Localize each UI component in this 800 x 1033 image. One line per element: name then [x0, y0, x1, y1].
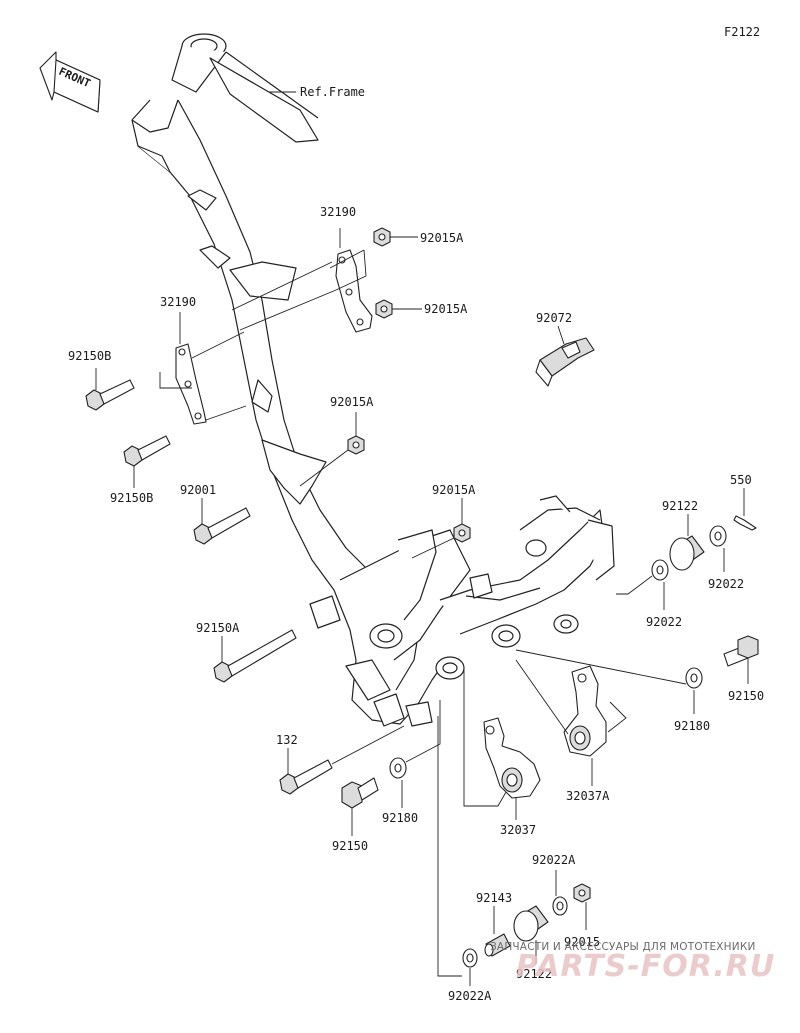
part-label-92072: 92072 [536, 311, 572, 325]
bolt-line-4 [205, 405, 247, 421]
engine-bracket-32190-left [175, 343, 207, 425]
leader-32037A-b [607, 701, 627, 733]
front-arrow-icon: FRONT [39, 51, 101, 113]
bolt-132-icon [279, 759, 333, 795]
part-label-92150B-a: 92150B [68, 349, 111, 363]
collar-92122-icon-b [513, 905, 549, 942]
bolt-line-2 [231, 261, 333, 311]
part-label-132: 132 [276, 733, 298, 747]
spacer-92143-icon [484, 933, 511, 957]
part-label-92150-b: 92150 [332, 839, 368, 853]
engine-bracket-32037 [483, 717, 541, 799]
leader-32190-upper-b [329, 249, 365, 269]
part-label-92022A-b: 92022A [448, 989, 492, 1003]
part-label-92015A-b: 92015A [424, 302, 468, 316]
band-92072-icon [535, 337, 595, 387]
bolt-line-8 [515, 649, 687, 685]
part-label-92150A: 92150A [196, 621, 240, 635]
part-label-32190-left: 32190 [160, 295, 196, 309]
bolt-line-1 [239, 289, 337, 331]
leader-32190-left-b [159, 372, 192, 389]
part-label-92122-a: 92122 [662, 499, 698, 513]
nut-92015A-icon-b [375, 299, 393, 319]
washer-92180-icon-b [389, 757, 407, 779]
nut-92015A-icon-a [373, 227, 391, 247]
part-label-92001: 92001 [180, 483, 216, 497]
washer-92022-icon-b [651, 559, 669, 581]
part-label-92180-a: 92180 [674, 719, 710, 733]
bolt-line-3 [191, 331, 245, 359]
bolt-92150B-icon-a [85, 379, 135, 411]
engine-bracket-32190-upper [335, 249, 373, 333]
part-label-92015A-a: 92015A [420, 231, 464, 245]
part-label-550: 550 [730, 473, 752, 487]
collar-92122-icon-a [669, 535, 705, 571]
part-label-92022A-a: 92022A [532, 853, 576, 867]
leader-92022A-long [437, 716, 462, 977]
nut-92015A-icon-c [347, 435, 365, 455]
nut-92015-icon [573, 883, 591, 903]
bolt-line-7 [616, 575, 653, 595]
cotter-pin-550-icon [733, 515, 757, 531]
leader-92072 [557, 325, 565, 345]
bolt-92150-icon-b [341, 777, 379, 809]
part-label-92022-b: 92022 [646, 615, 682, 629]
watermark-tagline: ЗАПЧАСТИ И АКСЕССУАРЫ ДЛЯ МОТОТЕХНИКИ [490, 941, 756, 953]
bolt-line-9 [331, 725, 405, 765]
nut-92015A-icon-d [453, 523, 471, 543]
part-label-92022-a: 92022 [708, 577, 744, 591]
part-label-92122-b: 92122 [516, 967, 552, 981]
washer-92022A-icon-a [552, 896, 568, 916]
leader-32037-b [463, 668, 507, 807]
part-label-92015A-d: 92015A [432, 483, 476, 497]
part-label-92015A-c: 92015A [330, 395, 374, 409]
part-label-32037A: 32037A [566, 789, 610, 803]
bolt-92001-icon [193, 507, 251, 545]
bolt-line-6 [411, 537, 455, 559]
washer-92022A-icon-b [462, 948, 478, 968]
washer-92022-icon-a [709, 525, 727, 547]
bolt-line-5 [299, 449, 349, 487]
part-label-92150B-b: 92150B [110, 491, 153, 505]
ref-frame-label: Ref.Frame [300, 85, 365, 99]
bolt-line-10 [515, 659, 569, 735]
bolt-92150-icon-a [723, 635, 759, 667]
part-label-92143: 92143 [476, 891, 512, 905]
part-label-92150-a: 92150 [728, 689, 764, 703]
engine-bracket-32037A [563, 665, 607, 757]
bolt-92150A-icon [213, 629, 297, 683]
washer-92180-icon-a [685, 667, 703, 689]
bolt-92150B-icon-b [123, 435, 171, 467]
diagram-code: F2122 [724, 25, 760, 39]
part-label-92015: 92015 [564, 935, 600, 949]
part-label-92180-b: 92180 [382, 811, 418, 825]
part-label-32190-upper: 32190 [320, 205, 356, 219]
motorcycle-frame [131, 33, 615, 727]
leader-32190-upper-c [335, 249, 367, 291]
watermark-logo: PARTS-FOR.RU [516, 949, 775, 984]
part-label-32037: 32037 [500, 823, 536, 837]
bolt-line-11 [405, 700, 441, 763]
